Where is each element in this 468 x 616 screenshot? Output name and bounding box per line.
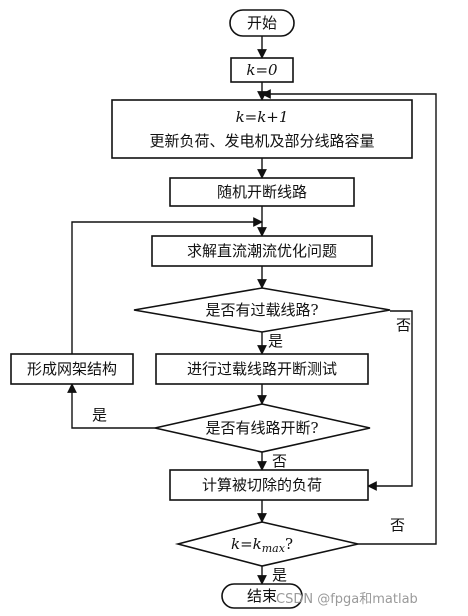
form-grid-label: 形成网架结构 bbox=[27, 360, 117, 378]
form-grid-node: 形成网架结构 bbox=[10, 353, 134, 385]
label-yes-break: 是 bbox=[92, 406, 107, 424]
overload-decision: 是否有过载线路? bbox=[133, 287, 391, 333]
update-line2: 更新负荷、发电机及部分线路容量 bbox=[149, 132, 374, 150]
random-break-label: 随机开断线路 bbox=[217, 183, 307, 201]
label-yes-overload: 是 bbox=[268, 332, 283, 350]
start-label: 开始 bbox=[247, 14, 277, 32]
arrow-kmax-no bbox=[261, 89, 437, 545]
start-node: 开始 bbox=[229, 9, 295, 37]
label-no-kmax: 否 bbox=[390, 516, 405, 534]
form-grid-box bbox=[10, 353, 134, 385]
break-decision: 是否有线路开断? bbox=[154, 403, 371, 453]
kmax-right: ? bbox=[285, 535, 293, 553]
update-line1: k=k+1 bbox=[236, 108, 289, 126]
kmax-left: k=k bbox=[231, 535, 262, 553]
compute-load-label: 计算被切除的负荷 bbox=[202, 476, 322, 494]
label-yes-kmax: 是 bbox=[272, 566, 287, 584]
init-node: k=0 bbox=[230, 57, 294, 83]
label-no-overload: 否 bbox=[396, 316, 411, 334]
random-break-node: 随机开断线路 bbox=[169, 177, 355, 207]
break-test-box bbox=[155, 353, 369, 385]
break-diamond bbox=[154, 403, 371, 453]
arrow-grid-to-solve bbox=[71, 217, 263, 354]
connectors bbox=[67, 36, 437, 585]
init-label: k=0 bbox=[246, 61, 278, 79]
solve-box bbox=[151, 235, 373, 267]
break-test-label: 进行过载线路开断测试 bbox=[187, 360, 337, 378]
solve-node: 求解直流潮流优化问题 bbox=[151, 235, 373, 267]
kmax-diamond bbox=[174, 521, 359, 567]
solve-label: 求解直流潮流优化问题 bbox=[187, 242, 337, 260]
overload-diamond bbox=[133, 287, 391, 333]
end-terminator bbox=[221, 583, 303, 609]
overload-label: 是否有过载线路? bbox=[205, 301, 318, 319]
label-no-break: 否 bbox=[272, 452, 287, 470]
init-box bbox=[230, 57, 294, 83]
watermark-text: CSDN @fpga和matlab bbox=[276, 592, 418, 607]
random-break-box bbox=[169, 177, 355, 207]
end-label: 结束 bbox=[247, 587, 277, 605]
update-box bbox=[111, 99, 413, 159]
arrow-overload-no bbox=[367, 310, 413, 491]
arrow-break-yes bbox=[67, 383, 155, 429]
update-node: k=k+1 更新负荷、发电机及部分线路容量 bbox=[111, 99, 413, 159]
start-terminator bbox=[229, 9, 295, 37]
compute-load-box bbox=[169, 469, 369, 501]
end-node: 结束 bbox=[221, 583, 303, 609]
kmax-sub: max bbox=[262, 542, 286, 555]
kmax-label: k=kmax? bbox=[231, 535, 293, 555]
kmax-decision: k=kmax? bbox=[174, 521, 359, 567]
break-decision-label: 是否有线路开断? bbox=[205, 419, 318, 437]
compute-load-node: 计算被切除的负荷 bbox=[169, 469, 369, 501]
break-test-node: 进行过载线路开断测试 bbox=[155, 353, 369, 385]
